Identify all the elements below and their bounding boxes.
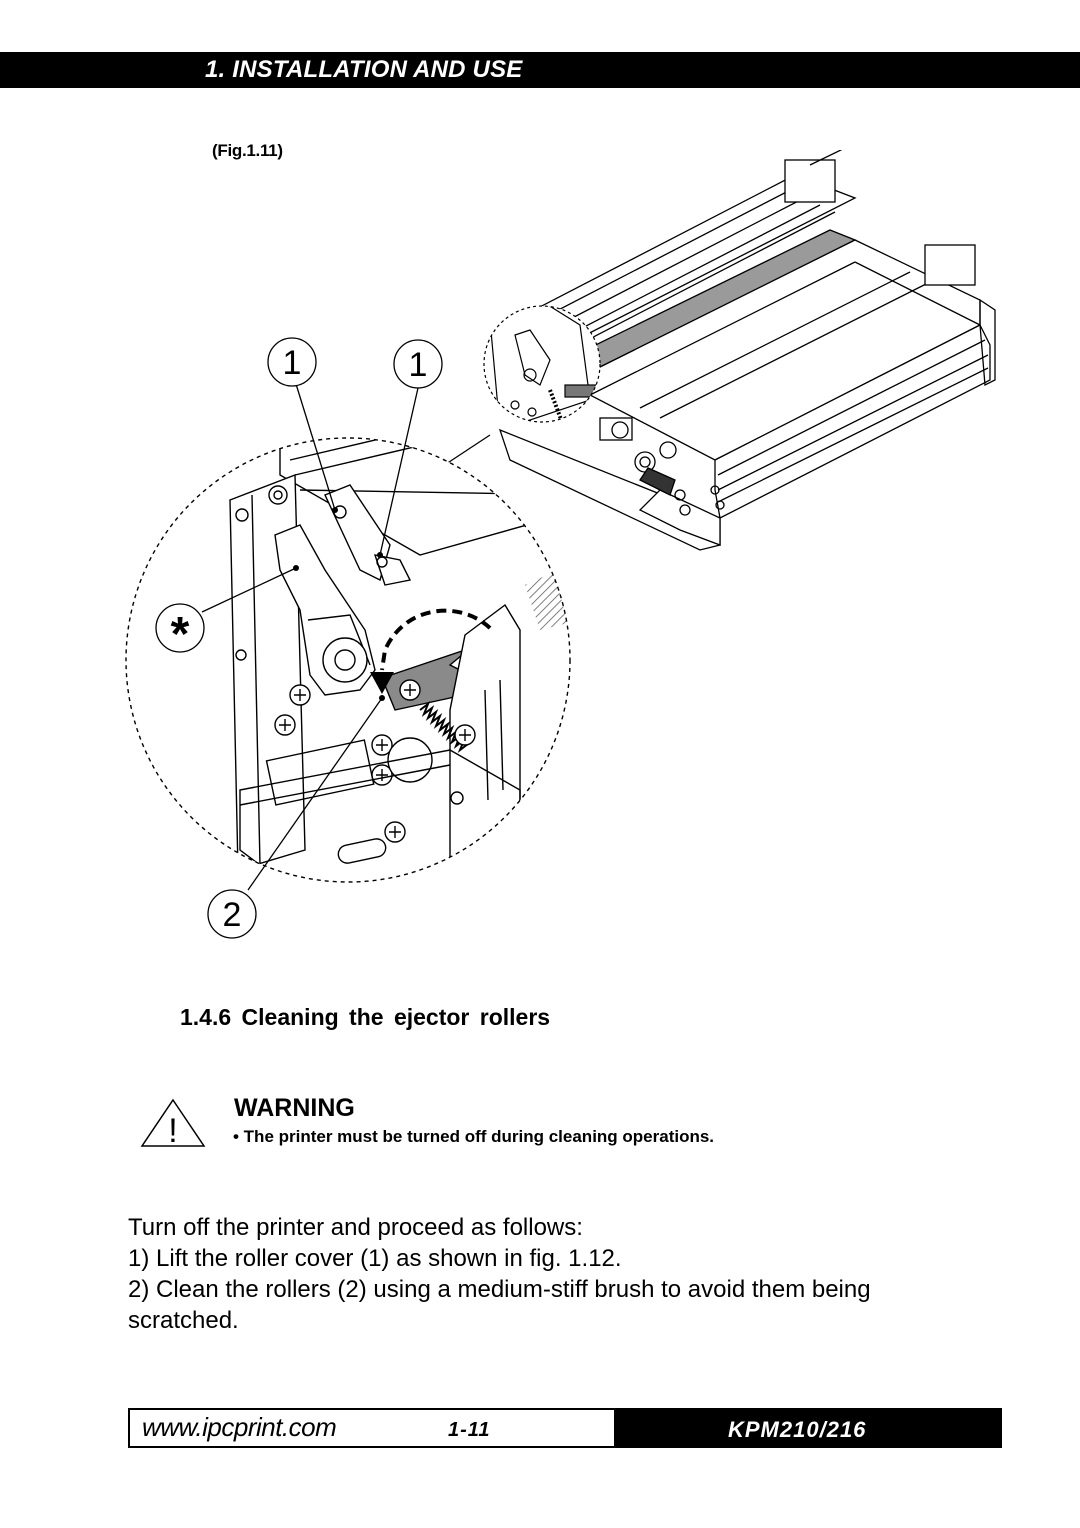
callout-asterisk: * [171,608,190,661]
small-detail-circle [483,305,601,423]
section-title: 1.4.6 Cleaning the ejector rollers [180,1004,551,1030]
printer-overview [498,150,996,551]
callout-1-right: 1 [409,346,428,384]
footer-model-box: KPM210/216 [616,1410,1002,1446]
warning-heading: WARNING [234,1094,355,1122]
callout-2: 2 [223,896,242,934]
footer-divider [614,1410,616,1446]
page-footer: www.ipcprint.com 1-11 KPM210/216 [128,1408,1002,1448]
callout-1-left: 1 [283,344,302,382]
instructions-step-2: 2) Clean the rollers (2) using a medium-… [128,1276,871,1334]
instructions-intro: Turn off the printer and proceed as foll… [128,1214,583,1241]
page-number: 1-11 [448,1419,491,1441]
instructions-step-1: 1) Lift the roller cover (1) as shown in… [128,1245,622,1272]
warning-triangle-icon: ! [140,1098,206,1148]
footer-model: KPM210/216 [728,1417,867,1442]
printer-ejector-diagram: 1 1 2 * [125,150,996,939]
warning-text: • The printer must be turned off during … [233,1127,715,1146]
large-detail-circle [125,437,571,883]
warning-exclamation-icon: ! [168,1112,177,1148]
footer-url[interactable]: www.ipcprint.com [142,1412,337,1442]
section-header-title: 1. INSTALLATION AND USE [205,56,523,83]
instructions: Turn off the printer and proceed as foll… [128,1212,958,1336]
figure-label: (Fig.1.11) [212,141,283,160]
section-header-bar: 1. INSTALLATION AND USE [0,52,1080,88]
